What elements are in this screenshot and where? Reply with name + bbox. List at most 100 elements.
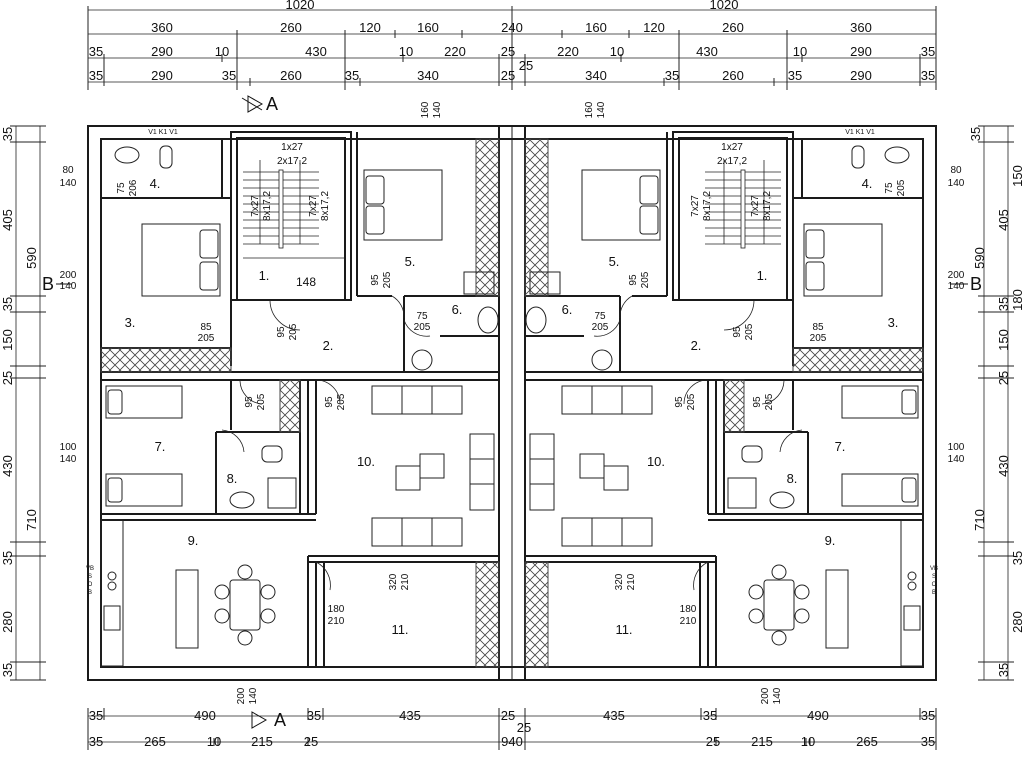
opening-95-d: 205 <box>256 393 267 410</box>
room-left-3: 3. <box>125 315 136 330</box>
opening-75-left-b: 205 <box>414 322 431 333</box>
dim-left1-8: 35 <box>0 663 15 677</box>
room-right-11: 11. <box>615 622 632 637</box>
stair-note-8x172-right: 8x17,2 <box>702 191 713 221</box>
dim-bot1-2: 35 <box>307 708 321 723</box>
dimension-lines <box>10 6 1014 750</box>
dim-top3-9: 430 <box>696 44 718 59</box>
room-right-5: 5. <box>609 254 620 269</box>
dim-top4-8: 35 <box>665 68 679 83</box>
dim-top4-10: 35 <box>788 68 802 83</box>
room-right-3: 3. <box>888 315 899 330</box>
toilet-icon <box>477 306 499 334</box>
dim-right2-1: 710 <box>972 509 987 531</box>
toilet-icon <box>851 145 865 169</box>
section-b-right: B <box>970 274 982 294</box>
bed-icon <box>141 223 221 297</box>
opening-320-right-b: 210 <box>626 573 637 590</box>
dim-left1-4: 25 <box>0 371 15 385</box>
room-left-7: 7. <box>155 439 166 454</box>
kitchen-label-left-1: S <box>88 574 92 580</box>
dim-bot2-3: 215 <box>251 734 273 749</box>
dim-top3-10: 10 <box>793 44 807 59</box>
toilet-icon <box>261 445 283 463</box>
sink-icon <box>229 491 255 509</box>
toilet-icon <box>159 145 173 169</box>
table-icon <box>395 465 421 491</box>
stair-note-7x27-left: 7x27 <box>250 195 261 217</box>
bed-icon <box>105 385 183 419</box>
dim-bot2-2: 10 <box>207 734 221 749</box>
annotation-labels: 1x27 2x17,2 1x27 2x17,2 148 80 140 80 14… <box>60 101 965 704</box>
dim-top4-7: 340 <box>585 68 607 83</box>
bed-icon <box>803 223 883 297</box>
dim-top4-4: 35 <box>345 68 359 83</box>
section-markers: A A B B <box>42 94 982 730</box>
table-icon <box>419 453 445 479</box>
dim-top2-6: 120 <box>643 20 665 35</box>
opening-160-left-a: 160 <box>420 101 431 118</box>
dim-bot2-1: 265 <box>144 734 166 749</box>
dim-bot2-10: 35 <box>921 734 935 749</box>
opening-200-left-b: 140 <box>60 281 77 292</box>
dim-top2-8: 360 <box>850 20 872 35</box>
opening-95-h: 205 <box>744 323 755 340</box>
opening-200-right-a: 200 <box>948 270 965 281</box>
bed-icon <box>841 473 919 507</box>
dim-bot2-8: 10 <box>801 734 815 749</box>
dim-right1-6: 35 <box>1010 551 1024 565</box>
dim-top3-2: 10 <box>215 44 229 59</box>
dimension-labels: 1020 1020 360 260 120 160 240 160 120 26… <box>89 0 935 749</box>
room-right-6: 6. <box>562 302 573 317</box>
room-left-8: 8. <box>227 471 238 486</box>
opening-200-right-b: 140 <box>948 281 965 292</box>
opening-75-206-left-b: 206 <box>128 179 139 196</box>
opening-100-left-b: 140 <box>60 454 77 465</box>
armchair-icon <box>469 433 495 511</box>
stair-note-1x27-left: 1x27 <box>281 142 303 153</box>
sofa-icon <box>561 517 653 547</box>
dim-right1-4: 25 <box>996 371 1011 385</box>
dim-top1-0: 1020 <box>286 0 315 12</box>
room-left-9: 9. <box>188 533 199 548</box>
dim-bot2-9: 265 <box>856 734 878 749</box>
bed-icon <box>841 385 919 419</box>
room-left-6: 6. <box>452 302 463 317</box>
dim-top2-1: 260 <box>280 20 302 35</box>
dim-left1-1: 405 <box>0 209 15 231</box>
counter-icon <box>100 519 124 667</box>
dim-bot2-4: 25 <box>304 734 318 749</box>
dim-top4-2: 35 <box>222 68 236 83</box>
stair-note-2x172-left: 2x17,2 <box>277 156 307 167</box>
dim-top2-5: 160 <box>585 20 607 35</box>
opening-95-f: 205 <box>336 393 347 410</box>
room-left-2: 2. <box>323 338 334 353</box>
kitchen-label-right-0: VB <box>930 566 938 572</box>
dim-bot-mid: 25 <box>517 720 531 735</box>
opening-95-m: 95 <box>370 274 381 286</box>
opening-180-right-a: 180 <box>680 604 697 615</box>
dim-top2-7: 260 <box>722 20 744 35</box>
dim-left1-6: 35 <box>0 551 15 565</box>
opening-200-bot-left-b: 140 <box>248 687 259 704</box>
opening-75-206-left-a: 75 <box>116 182 127 194</box>
opening-95-n: 205 <box>382 271 393 288</box>
room-right-9: 9. <box>825 533 836 548</box>
opening-320-left-a: 320 <box>388 573 399 590</box>
opening-160-right-a: 160 <box>584 101 595 118</box>
dim-left2-1: 710 <box>24 509 39 531</box>
dim-top1-1: 1020 <box>710 0 739 12</box>
dim-right1-8: 35 <box>996 663 1011 677</box>
dim-top2-2: 120 <box>359 20 381 35</box>
table-icon <box>579 453 605 479</box>
dim-top3-11: 290 <box>850 44 872 59</box>
opening-180-right-b: 210 <box>680 616 697 627</box>
dim-right1-7: 280 <box>1010 611 1024 633</box>
stair-note-8x172-left: 8x17,2 <box>262 191 273 221</box>
stair-note-7x27-left-2: 7x27 <box>308 195 319 217</box>
kitchen-label-right-3: B <box>932 590 936 596</box>
dim-top3-4: 10 <box>399 44 413 59</box>
dim-top3-7: 220 <box>557 44 579 59</box>
opening-320-right-a: 320 <box>614 573 625 590</box>
room-left-1: 1. <box>259 268 270 283</box>
